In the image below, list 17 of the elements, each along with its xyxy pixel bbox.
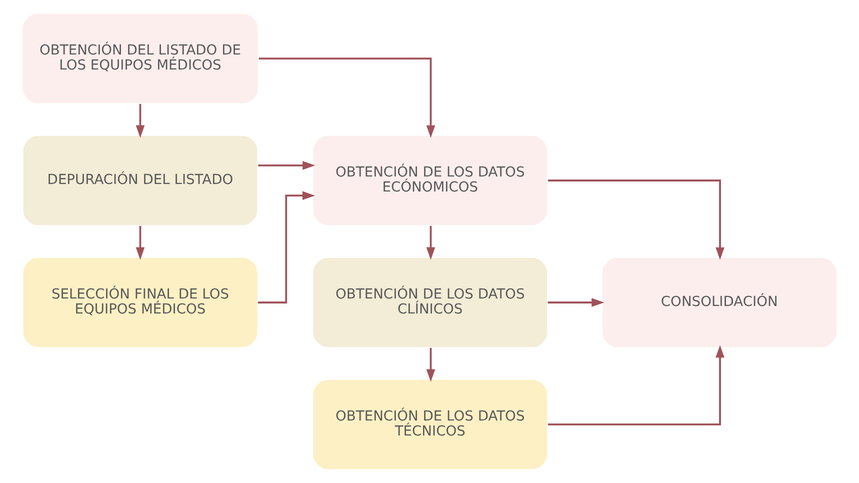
arrow — [548, 345, 724, 426]
arrow — [258, 161, 316, 170]
arrow — [258, 191, 316, 304]
arrow — [136, 104, 145, 138]
node-box: OBTENCIÓN DE LOS DATOS ECÓNOMICOS — [312, 134, 548, 226]
node-box: OBTENCIÓN DE LOS DATOS CLÍNICOS — [312, 256, 548, 348]
arrow — [258, 58, 436, 138]
node-box: SELECCIÓN FINAL DE LOS EQUIPOS MÉDICOS — [22, 256, 258, 348]
node-box: OBTENCIÓN DEL LISTADO DE LOS EQUIPOS MÉDICOS — [21, 12, 260, 104]
node-box: OBTENCIÓN DE LOS DATOS TÉCNICOS — [312, 378, 548, 470]
arrow — [548, 298, 604, 307]
arrow — [426, 226, 436, 260]
arrow — [426, 348, 436, 382]
node-box: CONSOLIDACIÓN — [601, 256, 838, 348]
node-box: DEPURACIÓN DEL LISTADO — [22, 134, 258, 226]
arrow — [136, 226, 145, 260]
arrow — [548, 180, 724, 260]
